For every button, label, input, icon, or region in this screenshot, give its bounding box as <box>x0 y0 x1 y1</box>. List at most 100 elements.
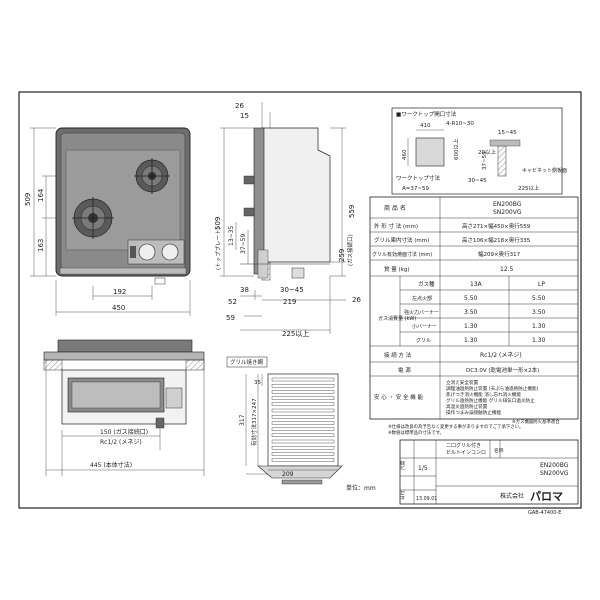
front-small-box <box>154 277 166 285</box>
tb-model-1: EN200BG <box>540 462 569 469</box>
cutout-d15-45: 15~45 <box>498 130 517 136</box>
note-line-2: ※数値は標準品の寸法です。 <box>388 429 444 436</box>
cutout-d20: 20以上 <box>478 148 496 156</box>
cutout-d225: 225以上 <box>518 184 540 192</box>
bottom-d445: 445 (本体寸法) <box>90 461 132 469</box>
cutout-opening <box>415 137 445 167</box>
tb-company: 株式会社 <box>500 492 524 500</box>
spec-cons-label-1: 強火力バーナー <box>404 309 439 316</box>
dim-topplate-note: (トップブレート) <box>214 227 222 270</box>
tb-brand: パロマ <box>530 490 563 503</box>
grill-bar <box>271 433 335 437</box>
grill-bar <box>271 452 335 456</box>
bottom-view: 150 (ガス接続口) Rc1/2 (メネジ) 445 (本体寸法) <box>43 339 205 476</box>
dim-d219: 219 <box>283 298 296 306</box>
grill-bar <box>271 439 335 444</box>
side-gas-fitting <box>291 267 305 279</box>
cutout-worktop-detail <box>489 139 521 147</box>
spec-cons-lp-1: 3.50 <box>532 309 546 316</box>
cutout-cabinet-label: キャビネット側板面 <box>522 167 567 174</box>
spec-cons-label-0: 左点火部 <box>412 295 432 302</box>
grill-bar <box>271 427 335 431</box>
spec-model-label: 商 品 名 <box>384 204 406 212</box>
spec-connection-label: 接 続 方 法 <box>384 351 412 359</box>
grill-bar <box>271 458 335 462</box>
grill-d209: 209 <box>282 471 294 478</box>
cutout-box: ■ワークトップ開口寸法 410 460 4-R10~30 600以上 ワークトッ… <box>391 107 567 195</box>
cutout-worktop-label: ワークトップ寸法 <box>396 174 441 182</box>
spec-cons-lp-2: 1.30 <box>532 323 546 330</box>
grill-knob <box>130 246 136 258</box>
dim-d225: 225以上 <box>282 329 309 338</box>
drawing-number: GAB-47400-E <box>528 510 561 516</box>
grill-handle <box>281 479 323 485</box>
grill-bar <box>271 415 335 419</box>
spec-safety-line-2: 焦げつき消火機能 消し忘れ消火機能 <box>446 391 521 398</box>
spec-cons-13a-2: 1.30 <box>464 323 478 330</box>
cutout-a-label: A=37~59 <box>402 186 429 192</box>
tb-model-2: SN200VG <box>540 470 569 477</box>
bottom-d-rc: Rc1/2 (メネジ) <box>100 439 142 446</box>
spec-safety-line-1: 調理油過熱防止装置 (天ぷら油過熱防止機能) <box>446 385 539 392</box>
grill-d35: 35 <box>254 380 261 386</box>
grill-view: グリル焼き網 317 有効寸法317×247 35 209 <box>226 356 343 485</box>
side-knob-1 <box>243 175 255 185</box>
spec-cons-lp-3: 1.30 <box>532 337 546 344</box>
grill-bar <box>271 421 335 425</box>
dim-d26-right: 26 <box>352 296 361 304</box>
spec-gas-header: ガス種 <box>418 280 435 288</box>
spec-gas-13a: 13A <box>470 281 483 288</box>
cutout-d37-59: 37~59 <box>482 151 488 170</box>
spec-safety-line-0: 立消え安全装置 <box>446 379 479 386</box>
spec-row-label-2: グリル有効焼面寸法 (mm) <box>372 251 432 258</box>
cutout-d460: 460 <box>402 149 408 160</box>
grill-bar <box>271 377 335 382</box>
grill-d317: 317 <box>239 414 246 426</box>
section-right-box <box>165 387 183 409</box>
section-grill-inner <box>71 381 161 409</box>
spec-safety-line-6: ※ガス機器防火基準適合 <box>512 418 560 425</box>
spec-cons-label-3: グリル <box>416 337 431 344</box>
upper-burner <box>134 158 170 194</box>
left-knob <box>138 243 156 261</box>
spec-row-value-0: 高さ271×幅450×奥行559 <box>462 222 531 230</box>
spec-table: 商 品 名 EN200BG SN200VG 外 形 寸 法 (mm) 高さ271… <box>369 196 579 425</box>
grill-base <box>257 465 343 479</box>
cutout-d410: 410 <box>420 123 431 129</box>
spec-row-label-0: 外 形 寸 法 (mm) <box>374 222 418 230</box>
spec-safety-line-5: 操作つまみ誤接触防止機能 <box>446 409 502 416</box>
spec-row-value-3: 12.5 <box>500 266 514 273</box>
tb-product-desc-1: 二口グリル付き <box>446 442 481 449</box>
dim-d559: 559 <box>348 205 356 218</box>
dim-d38: 38 <box>240 286 249 294</box>
grill-bar <box>271 396 335 400</box>
cutout-r-note: 4-R10~30 <box>446 121 474 127</box>
side-knob-2 <box>243 207 255 217</box>
grill-title: グリル焼き網 <box>230 358 264 366</box>
spec-safety-label: 安 心 ・ 安 全 機 能 <box>374 393 423 401</box>
spec-row-value-2: 幅209×奥行317 <box>478 250 521 258</box>
dim-width: 450 <box>112 304 125 312</box>
dim-upper-burner-v: 164 <box>37 188 45 202</box>
side-body <box>261 127 331 263</box>
note-line-1: ※仕様は改良の為予告なく変更する事がありますのでご了承下さい。 <box>388 423 523 430</box>
spec-row-label-1: グリル庫内寸法 (mm) <box>374 236 429 244</box>
spec-model-value-1: EN200BG <box>493 201 522 208</box>
cutout-cabinet-detail <box>497 145 507 177</box>
grill-frame <box>267 373 339 467</box>
grill-bar <box>271 446 335 450</box>
dim-gas-note: (ガス接続口) <box>346 234 354 266</box>
tb-scale-label: 尺度 <box>399 460 406 470</box>
cutout-d30-45: 30~45 <box>468 178 487 184</box>
tb-date-value: 13.09.01 <box>416 496 437 502</box>
section-top-grate <box>57 339 193 353</box>
spec-model-value-2: SN200VG <box>493 209 522 216</box>
spec-cons-label-2: 小バーナー <box>412 323 437 330</box>
dim-burner-h: 192 <box>113 288 126 296</box>
section-hatch-left <box>43 359 63 371</box>
grill-bar <box>271 390 335 394</box>
dim-d259: 259 <box>338 249 346 262</box>
section-fitting <box>155 417 165 429</box>
dim-h509: 509 <box>214 217 222 230</box>
grill-bar <box>271 402 335 406</box>
